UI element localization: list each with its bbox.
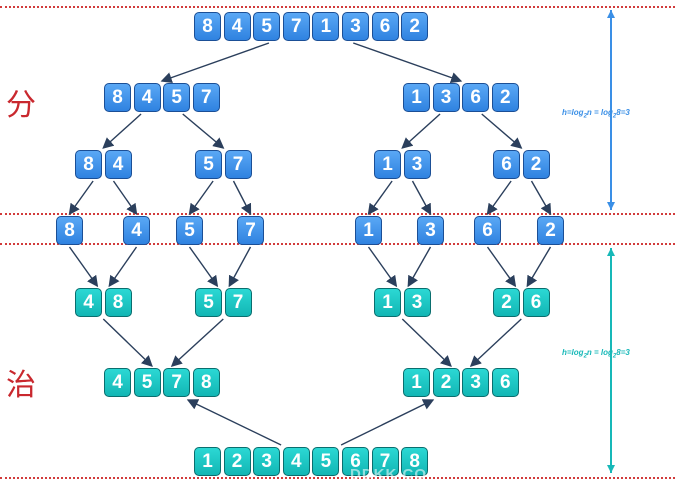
divide-arrow	[160, 42, 270, 83]
guide-line-bottom	[0, 477, 675, 479]
divide-level-1-cell: 2	[491, 83, 519, 112]
divide-level-3-cell: 5	[176, 216, 203, 245]
divide-level-2-cell: 3	[403, 150, 431, 179]
merge-arrow	[188, 246, 219, 288]
merge-level-1-cell: 5	[133, 368, 161, 397]
merge-level-2-cell: 8	[104, 288, 132, 317]
divide-level-3-cell: 7	[237, 216, 264, 245]
divide-level-3-cell: 8	[56, 216, 83, 245]
divide-level-0-cell: 4	[223, 12, 251, 41]
divide-level-0-cell: 5	[253, 12, 281, 41]
conquer-height-arrow-head	[607, 248, 615, 256]
divide-level-0-cell: 6	[371, 12, 399, 41]
divide-arrow	[182, 113, 225, 149]
divide-level-1-cell: 4	[133, 83, 161, 112]
divide-level-1-cell: 6	[462, 83, 490, 112]
merge-arrow	[102, 318, 153, 367]
merge-level-0-cell: 7	[371, 447, 399, 476]
merge-level-1-cell: 7	[163, 368, 191, 397]
merge-level-2-cell: 7	[224, 288, 252, 317]
merge-level-0-cell: 6	[342, 447, 369, 476]
divide-arrow	[102, 113, 142, 149]
merge-arrow	[68, 246, 99, 288]
guide-line-top	[0, 6, 675, 8]
divide-phase-label: 分	[6, 88, 36, 123]
merge-level-1-cell: 8	[192, 368, 220, 397]
divide-arrow	[530, 180, 552, 216]
guide-line-split-top	[0, 213, 675, 215]
divide-height-arrow-head	[607, 202, 615, 210]
merge-arrow	[186, 399, 282, 446]
divide-height-arrow-head	[607, 10, 615, 18]
merge-arrow	[108, 246, 138, 288]
divide-level-0-cell: 1	[312, 12, 340, 41]
merge-level-2-cell: 6	[522, 288, 550, 317]
divide-level-1-cell: 7	[192, 83, 220, 112]
divide-height-formula: h=log2n = log28=3	[562, 108, 630, 120]
merge-level-2-cell: 1	[374, 288, 401, 317]
merge-level-0-cell: 2	[223, 447, 251, 476]
merge-level-1-cell: 3	[462, 368, 490, 397]
divide-level-3-cell: 1	[355, 216, 382, 245]
divide-level-0-cell: 3	[342, 12, 369, 41]
merge-level-2-cell: 2	[493, 288, 520, 317]
merge-level-2-cell: 5	[195, 288, 222, 317]
divide-level-1-cell: 1	[403, 83, 430, 112]
conquer-phase-label: 治	[6, 368, 36, 403]
merge-level-0-cell: 5	[312, 447, 340, 476]
divide-arrow	[232, 180, 252, 216]
divide-level-2-cell: 1	[374, 150, 401, 179]
divide-level-1-cell: 5	[163, 83, 191, 112]
divide-level-3-cell: 2	[537, 216, 564, 245]
merge-arrow	[367, 246, 398, 288]
merge-arrow	[401, 318, 452, 367]
conquer-height-formula: h=log2n = log28=3	[562, 348, 630, 360]
merge-level-1-cell: 1	[403, 368, 430, 397]
divide-arrow	[367, 180, 393, 216]
merge-level-1-cell: 4	[104, 368, 131, 397]
divide-level-2-cell: 4	[104, 150, 132, 179]
merge-level-2-cell: 3	[403, 288, 431, 317]
merge-level-0-cell: 4	[282, 447, 310, 476]
watermark: DDKK.CO	[350, 466, 427, 483]
merge-arrow	[526, 246, 552, 288]
divide-level-2-cell: 6	[493, 150, 520, 179]
merge-level-1-cell: 6	[491, 368, 519, 397]
guide-line-split-bottom	[0, 243, 675, 245]
divide-level-2-cell: 7	[224, 150, 252, 179]
divide-level-2-cell: 5	[195, 150, 222, 179]
divide-arrow	[188, 180, 214, 216]
divide-level-0-cell: 7	[282, 12, 310, 41]
divide-level-0-cell: 2	[401, 12, 429, 41]
divide-level-2-cell: 8	[75, 150, 102, 179]
divide-arrow	[112, 180, 138, 216]
merge-level-0-cell: 3	[253, 447, 281, 476]
divide-level-2-cell: 2	[522, 150, 550, 179]
divide-arrow	[68, 180, 94, 216]
merge-level-1-cell: 2	[432, 368, 460, 397]
merge-arrow	[170, 318, 224, 367]
divide-level-3-cell: 3	[417, 216, 444, 245]
divide-arrow	[353, 42, 463, 84]
merge-arrow	[228, 246, 252, 288]
divide-level-1-cell: 8	[104, 83, 131, 112]
divide-level-1-cell: 3	[432, 83, 460, 112]
divide-arrow	[486, 180, 512, 216]
merge-arrow	[340, 399, 435, 446]
divide-level-3-cell: 4	[123, 216, 150, 245]
merge-arrow	[407, 246, 432, 288]
divide-level-3-cell: 6	[474, 216, 501, 245]
conquer-height-arrow-head	[607, 465, 615, 473]
merge-level-0-cell: 1	[194, 447, 221, 476]
divide-arrow	[401, 113, 441, 149]
merge-level-0-cell: 8	[401, 447, 429, 476]
divide-arrow	[481, 113, 523, 149]
merge-arrow	[486, 246, 517, 288]
merge-level-2-cell: 4	[75, 288, 102, 317]
divide-arrow	[411, 180, 432, 216]
merge-arrow	[469, 318, 522, 367]
divide-level-0-cell: 8	[194, 12, 221, 41]
